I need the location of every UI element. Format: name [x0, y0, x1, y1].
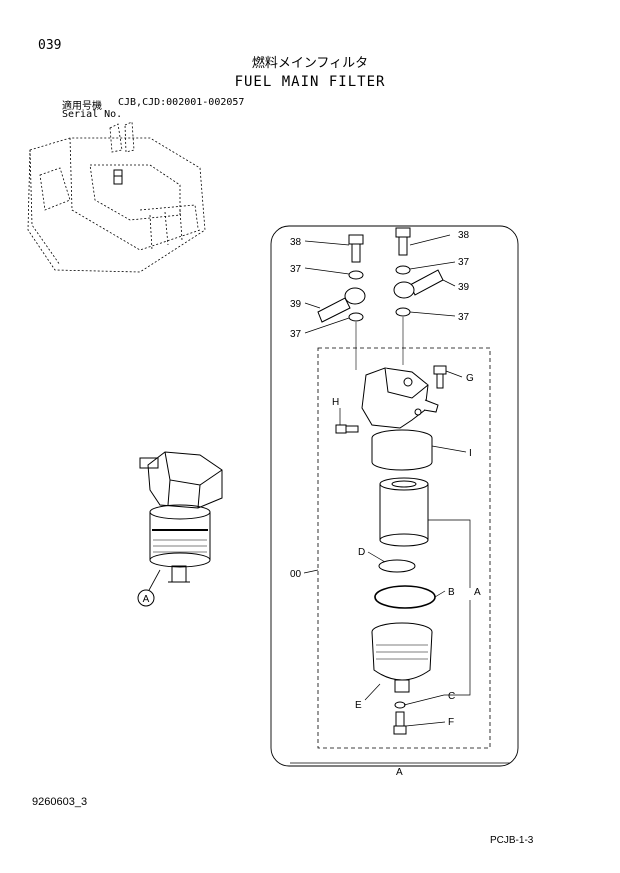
callout-g: G [466, 373, 474, 384]
callout-39-right: 39 [458, 282, 470, 293]
callout-38-left: 38 [290, 237, 302, 248]
callout-h: H [332, 397, 339, 408]
assembly-center-lines [355, 317, 404, 370]
drain-plug-f [393, 711, 407, 735]
callout-f: F [448, 717, 454, 728]
detail-a-leader [147, 569, 161, 593]
washer-37-lower-left [348, 312, 364, 322]
callout-i: I [469, 448, 472, 459]
callout-d: D [358, 547, 365, 558]
bolt-g [433, 365, 447, 389]
page-code: PCJB-1-3 [490, 835, 534, 846]
washer-37-lower-right [395, 307, 411, 317]
page-number: 039 [38, 38, 62, 53]
callout-37-upper-left: 37 [290, 264, 302, 275]
callout-b: B [448, 587, 455, 598]
applicable-label: 適用号機 [62, 101, 102, 112]
seal-c [394, 701, 406, 709]
detail-a-label: A [143, 594, 150, 605]
callout-c: C [448, 691, 455, 702]
drawing-number: 9260603_3 [32, 796, 88, 808]
applicable-serial-range: CJB,CJD:002001-002057 [118, 97, 245, 108]
filter-head [361, 367, 439, 447]
detail-a-marker [137, 589, 155, 607]
washer-37-upper-right [395, 265, 411, 275]
callout-37-upper-right: 37 [458, 257, 470, 268]
o-ring-b [374, 585, 436, 609]
banjo-fitting-39-left [317, 287, 366, 323]
o-ring-d [378, 559, 416, 573]
callout-a-bottom: A [396, 767, 403, 778]
title-japanese: 燃料メインフィルタ [251, 56, 369, 71]
bolt-38-left [348, 234, 364, 263]
overview-filter-marker [113, 169, 123, 185]
title-english: FUEL MAIN FILTER [234, 74, 386, 90]
machine-overview-sketch [27, 121, 206, 273]
callout-00: 00 [290, 569, 302, 580]
bolt-h [335, 424, 359, 434]
callout-37-lower-left: 37 [290, 329, 302, 340]
filter-bowl-upper [371, 438, 433, 471]
callout-a-right: A [474, 587, 481, 598]
callout-37-lower-right: 37 [458, 312, 470, 323]
washer-37-upper-left [348, 270, 364, 280]
leader-lines [290, 234, 510, 764]
assembled-filter-view [139, 451, 223, 583]
serial-label: Serial No. [62, 109, 123, 120]
bolt-38-right [395, 227, 411, 256]
callout-39-left: 39 [290, 299, 302, 310]
assembly-group-box [317, 347, 491, 749]
callout-e: E [355, 700, 362, 711]
filter-bowl-e [371, 622, 433, 693]
callout-38-right: 38 [458, 230, 470, 241]
exploded-view-frame [270, 225, 519, 767]
filter-element [379, 477, 429, 547]
